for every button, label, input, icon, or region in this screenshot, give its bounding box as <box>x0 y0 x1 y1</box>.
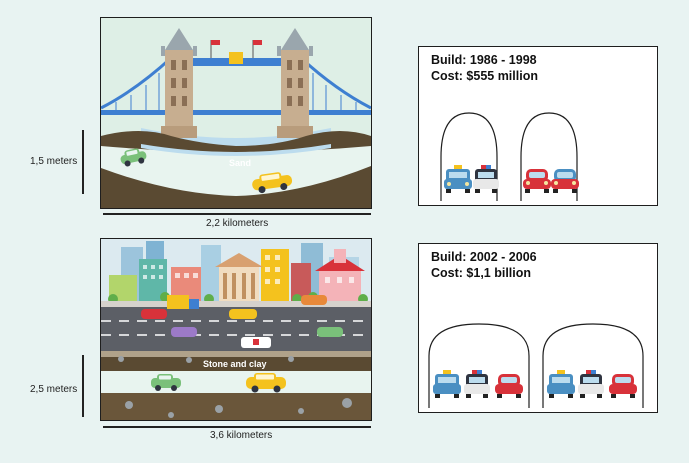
tower-bridge-illustration: Sand <box>101 18 371 208</box>
top-cost: Cost: $555 million <box>431 69 538 83</box>
car-icon <box>551 169 579 193</box>
top-length-label: 2,2 kilometers <box>206 218 269 229</box>
top-depth-label: 1,5 meters <box>30 156 78 167</box>
car-icon <box>523 169 551 193</box>
bottom-depth-indicator <box>82 355 84 417</box>
taxi-icon <box>444 165 472 193</box>
bottom-cost: Cost: $1,1 billion <box>431 266 532 280</box>
taxi-icon <box>246 373 286 393</box>
top-build-years: Build: 1986 - 1998 <box>431 53 537 67</box>
bottom-length-indicator <box>103 426 371 428</box>
car-icon <box>495 374 523 398</box>
taxi-icon <box>547 370 575 398</box>
police-car-icon <box>578 370 604 398</box>
taxi-icon <box>433 370 461 398</box>
car-icon <box>609 374 637 398</box>
taxi-icon <box>252 172 293 194</box>
top-info-box: Build: 1986 - 1998 Cost: $555 million <box>418 46 658 206</box>
bottom-build-years: Build: 2002 - 2006 <box>431 250 537 264</box>
car-icon <box>120 148 147 167</box>
top-illustration: Sand <box>100 17 372 209</box>
car-icon <box>151 374 181 391</box>
top-tunnel-cross-section <box>440 112 579 201</box>
bottom-ground-label: Stone and clay <box>203 359 267 369</box>
police-car-icon <box>464 370 490 398</box>
bottom-depth-label: 2,5 meters <box>30 384 78 395</box>
top-ground-label: Sand <box>229 158 251 168</box>
city-skyline-illustration: Stone and clay <box>101 239 371 420</box>
top-depth-indicator <box>82 130 84 194</box>
bottom-info-box: Build: 2002 - 2006 Cost: $1,1 billion <box>418 243 658 413</box>
top-length-indicator <box>103 213 371 215</box>
bottom-length-label: 3,6 kilometers <box>210 430 273 441</box>
police-car-icon <box>473 165 499 193</box>
bottom-tunnel-cross-section <box>428 323 644 408</box>
bottom-illustration: Stone and clay <box>100 238 372 421</box>
